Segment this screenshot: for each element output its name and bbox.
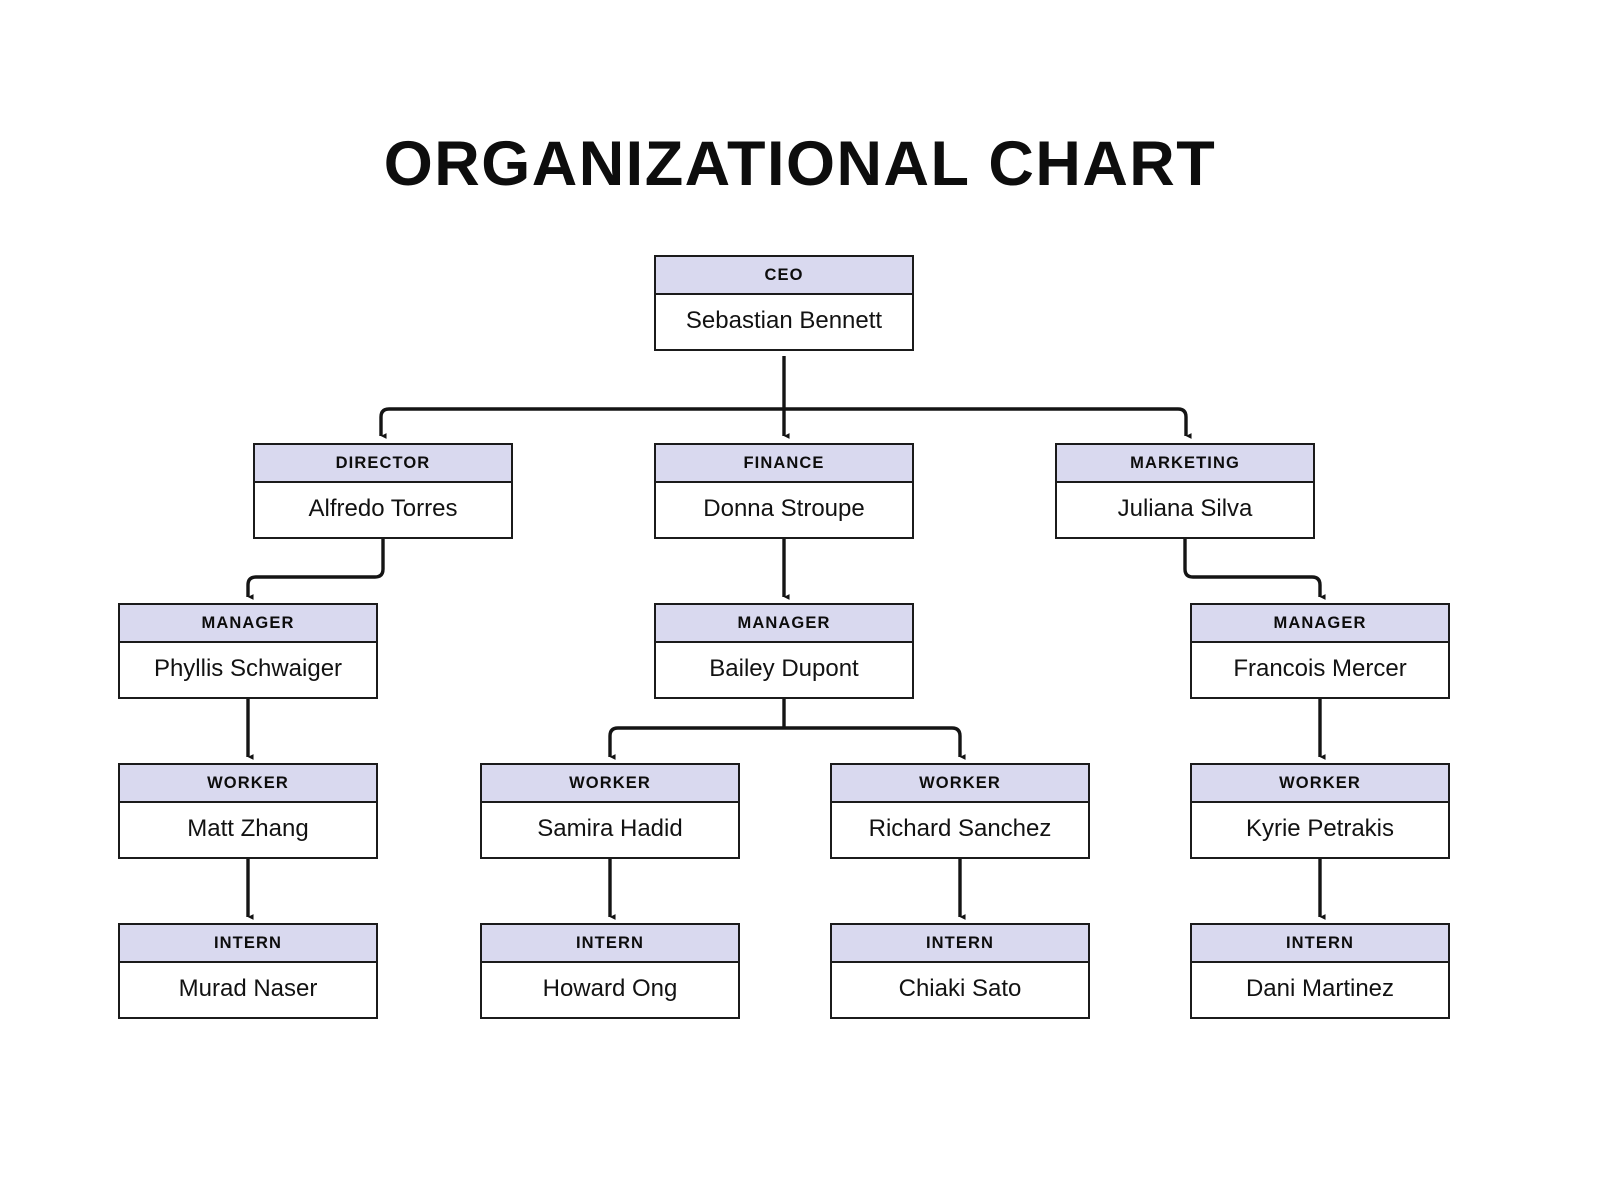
node-role-label: MARKETING (1057, 445, 1313, 483)
edge-marketing-manager3 (1183, 535, 1326, 600)
node-role-label: MANAGER (1192, 605, 1448, 643)
node-manager2[interactable]: MANAGER Bailey Dupont (654, 603, 914, 699)
node-role-label: INTERN (120, 925, 376, 963)
node-role-label: MANAGER (120, 605, 376, 643)
node-worker1[interactable]: WORKER Matt Zhang (118, 763, 378, 859)
node-role-label: INTERN (832, 925, 1088, 963)
node-person-name: Dani Martinez (1192, 963, 1448, 1017)
node-person-name: Matt Zhang (120, 803, 376, 857)
node-intern3[interactable]: INTERN Chiaki Sato (830, 923, 1090, 1019)
node-intern2[interactable]: INTERN Howard Ong (480, 923, 740, 1019)
node-person-name: Donna Stroupe (656, 483, 912, 537)
node-worker4[interactable]: WORKER Kyrie Petrakis (1190, 763, 1450, 859)
node-intern1[interactable]: INTERN Murad Naser (118, 923, 378, 1019)
node-person-name: Kyrie Petrakis (1192, 803, 1448, 857)
node-person-name: Murad Naser (120, 963, 376, 1017)
node-role-label: INTERN (482, 925, 738, 963)
node-manager1[interactable]: MANAGER Phyllis Schwaiger (118, 603, 378, 699)
node-role-label: DIRECTOR (255, 445, 511, 483)
node-person-name: Chiaki Sato (832, 963, 1088, 1017)
node-marketing[interactable]: MARKETING Juliana Silva (1055, 443, 1315, 539)
node-role-label: WORKER (482, 765, 738, 803)
node-person-name: Phyllis Schwaiger (120, 643, 376, 697)
edge-ceo-marketing (784, 407, 1192, 439)
edge-director-manager1 (246, 535, 385, 600)
node-worker3[interactable]: WORKER Richard Sanchez (830, 763, 1090, 859)
node-role-label: WORKER (832, 765, 1088, 803)
node-person-name: Sebastian Bennett (656, 295, 912, 349)
node-person-name: Richard Sanchez (832, 803, 1088, 857)
node-person-name: Juliana Silva (1057, 483, 1313, 537)
node-role-label: FINANCE (656, 445, 912, 483)
node-person-name: Samira Hadid (482, 803, 738, 857)
node-director[interactable]: DIRECTOR Alfredo Torres (253, 443, 513, 539)
node-ceo[interactable]: CEO Sebastian Bennett (654, 255, 914, 351)
node-manager3[interactable]: MANAGER Francois Mercer (1190, 603, 1450, 699)
node-role-label: CEO (656, 257, 912, 295)
edge-manager2-worker2 (608, 726, 784, 760)
node-person-name: Bailey Dupont (656, 643, 912, 697)
node-role-label: MANAGER (656, 605, 912, 643)
node-role-label: WORKER (120, 765, 376, 803)
node-worker2[interactable]: WORKER Samira Hadid (480, 763, 740, 859)
edge-ceo-director (379, 407, 784, 439)
node-intern4[interactable]: INTERN Dani Martinez (1190, 923, 1450, 1019)
node-finance[interactable]: FINANCE Donna Stroupe (654, 443, 914, 539)
node-role-label: WORKER (1192, 765, 1448, 803)
page-title: ORGANIZATIONAL CHART (383, 129, 1217, 199)
node-role-label: INTERN (1192, 925, 1448, 963)
node-person-name: Francois Mercer (1192, 643, 1448, 697)
edge-manager2-worker3 (784, 726, 966, 760)
node-person-name: Howard Ong (482, 963, 738, 1017)
node-person-name: Alfredo Torres (255, 483, 511, 537)
